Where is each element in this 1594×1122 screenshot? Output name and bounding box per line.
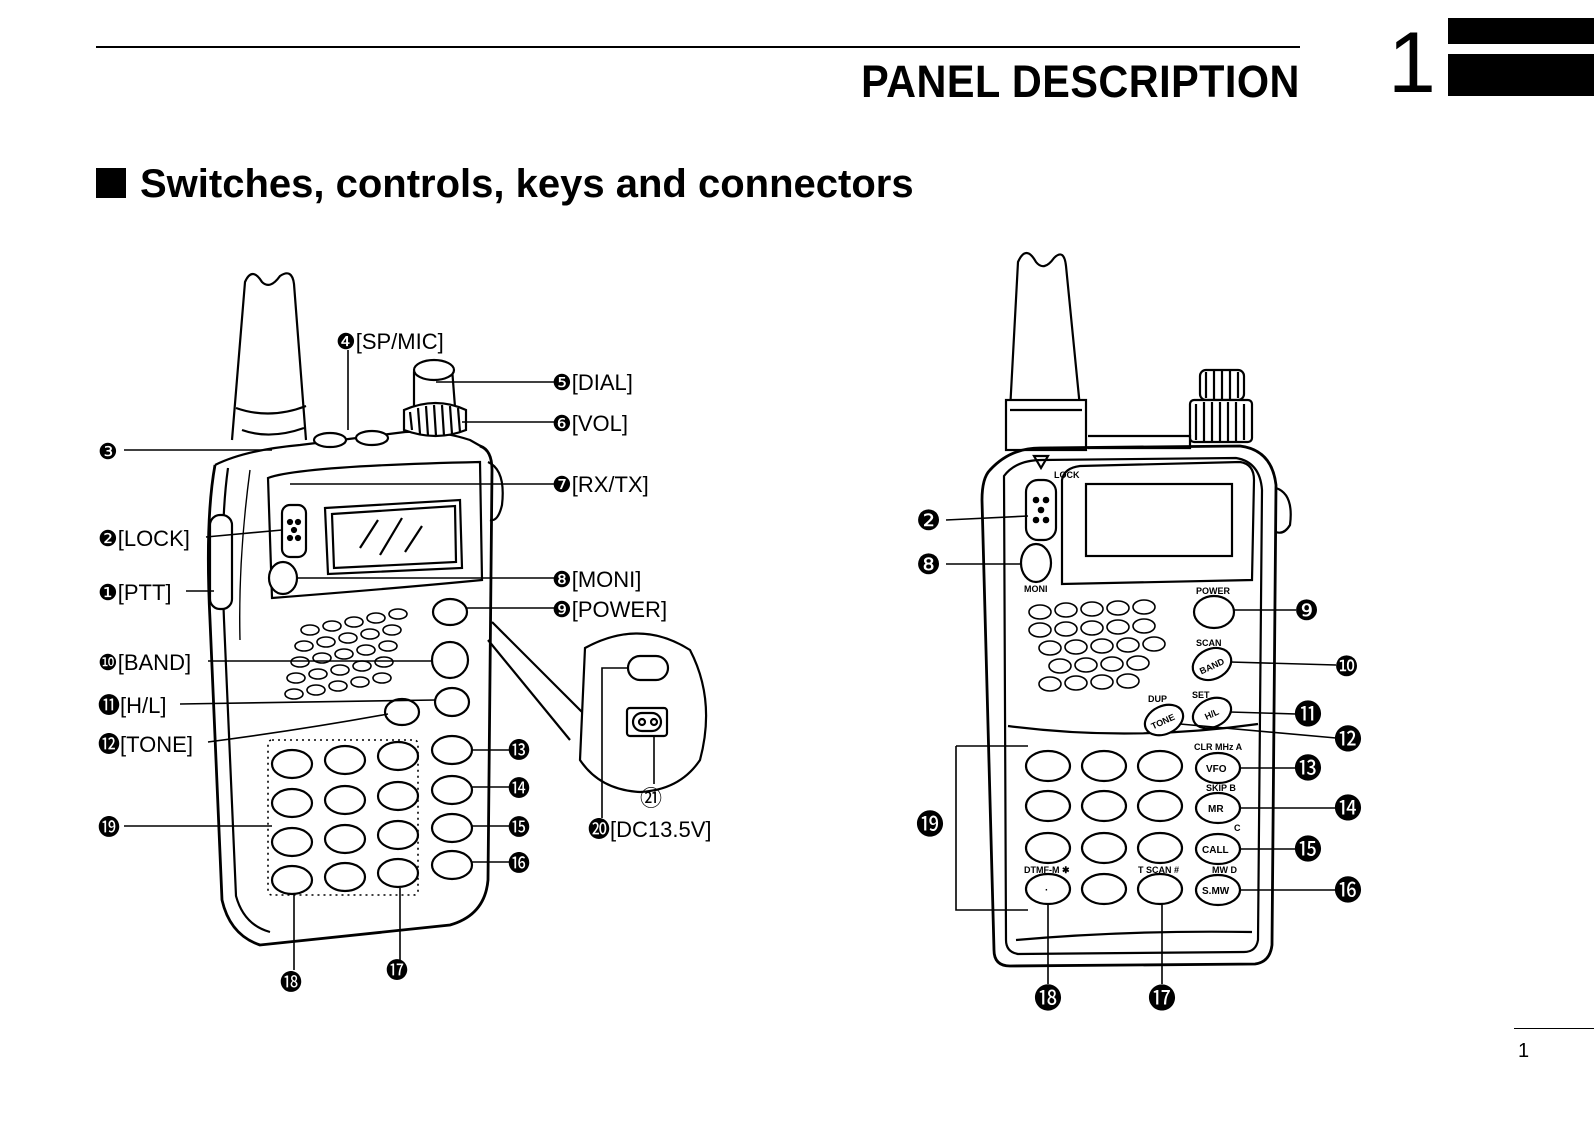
callout-12-tone: ⓬[TONE] xyxy=(98,732,193,757)
c-print: C xyxy=(1234,823,1241,833)
square-bullet-icon xyxy=(96,168,126,198)
left-leader-lines xyxy=(124,350,655,970)
r-callout-9: ❾ xyxy=(1294,595,1319,626)
callout-15: ⓯ xyxy=(508,815,530,840)
clr-mhz-print: CLR MHz A xyxy=(1194,742,1243,752)
r-callout-11: ⓫ xyxy=(1294,699,1322,730)
r-callout-19: ⓳ xyxy=(916,809,944,840)
r-callout-15: ⓯ xyxy=(1294,834,1322,865)
call-print: CALL xyxy=(1202,845,1229,856)
mw-print: MW D xyxy=(1212,865,1237,875)
r-callout-14: ⓮ xyxy=(1334,793,1362,824)
scan-print: SCAN xyxy=(1196,638,1222,648)
section-heading: Switches, controls, keys and connectors xyxy=(96,162,914,207)
r-callout-16: ⓰ xyxy=(1334,875,1362,906)
r-callout-17: ⓱ xyxy=(1148,983,1176,1014)
callout-16: ⓰ xyxy=(508,851,530,876)
page-number: 1 xyxy=(1518,1040,1530,1062)
callout-19: ⓳ xyxy=(98,815,120,840)
power-print: POWER xyxy=(1196,586,1231,596)
right-callouts: ❷ ❽ ❾ ❿ ⓫ ⓬ ⓭ ⓮ ⓯ ⓰ ⓳ ⓲ ⓱ xyxy=(916,505,1362,1014)
callout-20-dc: ⓴[DC13.5V] xyxy=(588,817,712,842)
section-title-text: Switches, controls, keys and connectors xyxy=(140,162,914,206)
callout-13: ⓭ xyxy=(508,738,530,763)
r-callout-12: ⓬ xyxy=(1334,724,1362,755)
callout-21: ㉑ xyxy=(640,786,662,811)
callout-5-dial: ❺[DIAL] xyxy=(552,370,633,395)
callout-9-power: ❾[POWER] xyxy=(552,597,667,622)
moni-print: MONI xyxy=(1024,584,1048,594)
dup-print: DUP xyxy=(1148,694,1167,704)
chapter-number: 1 xyxy=(1388,15,1436,111)
vfo-print: VFO xyxy=(1206,764,1227,775)
lock-print: LOCK xyxy=(1054,470,1080,480)
callout-6-vol: ❻[VOL] xyxy=(552,411,628,436)
chapter-title: PANEL DESCRIPTION xyxy=(861,56,1300,107)
r-callout-2: ❷ xyxy=(916,505,941,536)
callout-1-ptt: ❶[PTT] xyxy=(98,580,172,605)
callout-7-rx-tx: ❼[RX/TX] xyxy=(552,472,649,497)
chapter-tab-bar-top xyxy=(1448,18,1594,44)
callout-10-band: ❿[BAND] xyxy=(98,650,191,675)
set-print: SET xyxy=(1192,690,1210,700)
r-callout-8: ❽ xyxy=(916,549,941,580)
callout-18: ⓲ xyxy=(280,970,302,995)
callout-8-moni: ❽[MONI] xyxy=(552,567,641,592)
r-callout-13: ⓭ xyxy=(1294,753,1322,784)
callout-4-sp-mic: ❹[SP/MIC] xyxy=(336,329,444,354)
footer-rule xyxy=(1514,1028,1594,1029)
header-rule xyxy=(96,46,1300,48)
dot-print: · xyxy=(1045,885,1048,896)
r-callout-10: ❿ xyxy=(1334,651,1359,682)
dtmf-print: DTMF-M ✱ xyxy=(1024,865,1070,875)
right-leader-lines xyxy=(945,515,1337,984)
connector-inset xyxy=(487,621,708,794)
callout-3: ❸ xyxy=(98,439,118,464)
tscan-print: T SCAN # xyxy=(1138,865,1179,875)
r-callout-18: ⓲ xyxy=(1034,983,1062,1014)
mr-print: MR xyxy=(1208,804,1224,815)
left-radio-illustration xyxy=(206,272,504,947)
chapter-tab-bar-bottom xyxy=(1448,54,1594,96)
left-callouts: ❸ ❹[SP/MIC] ❺[DIAL] ❻[VOL] ❼[RX/TX] ❷[LO… xyxy=(98,329,712,995)
callout-2-lock: ❷[LOCK] xyxy=(98,526,190,551)
callout-17: ⓱ xyxy=(386,958,408,983)
callout-11-hl: ⓫[H/L] xyxy=(98,693,166,718)
skip-print: SKIP B xyxy=(1206,783,1236,793)
smw-print: S.MW xyxy=(1202,886,1230,897)
callout-14: ⓮ xyxy=(508,776,530,801)
